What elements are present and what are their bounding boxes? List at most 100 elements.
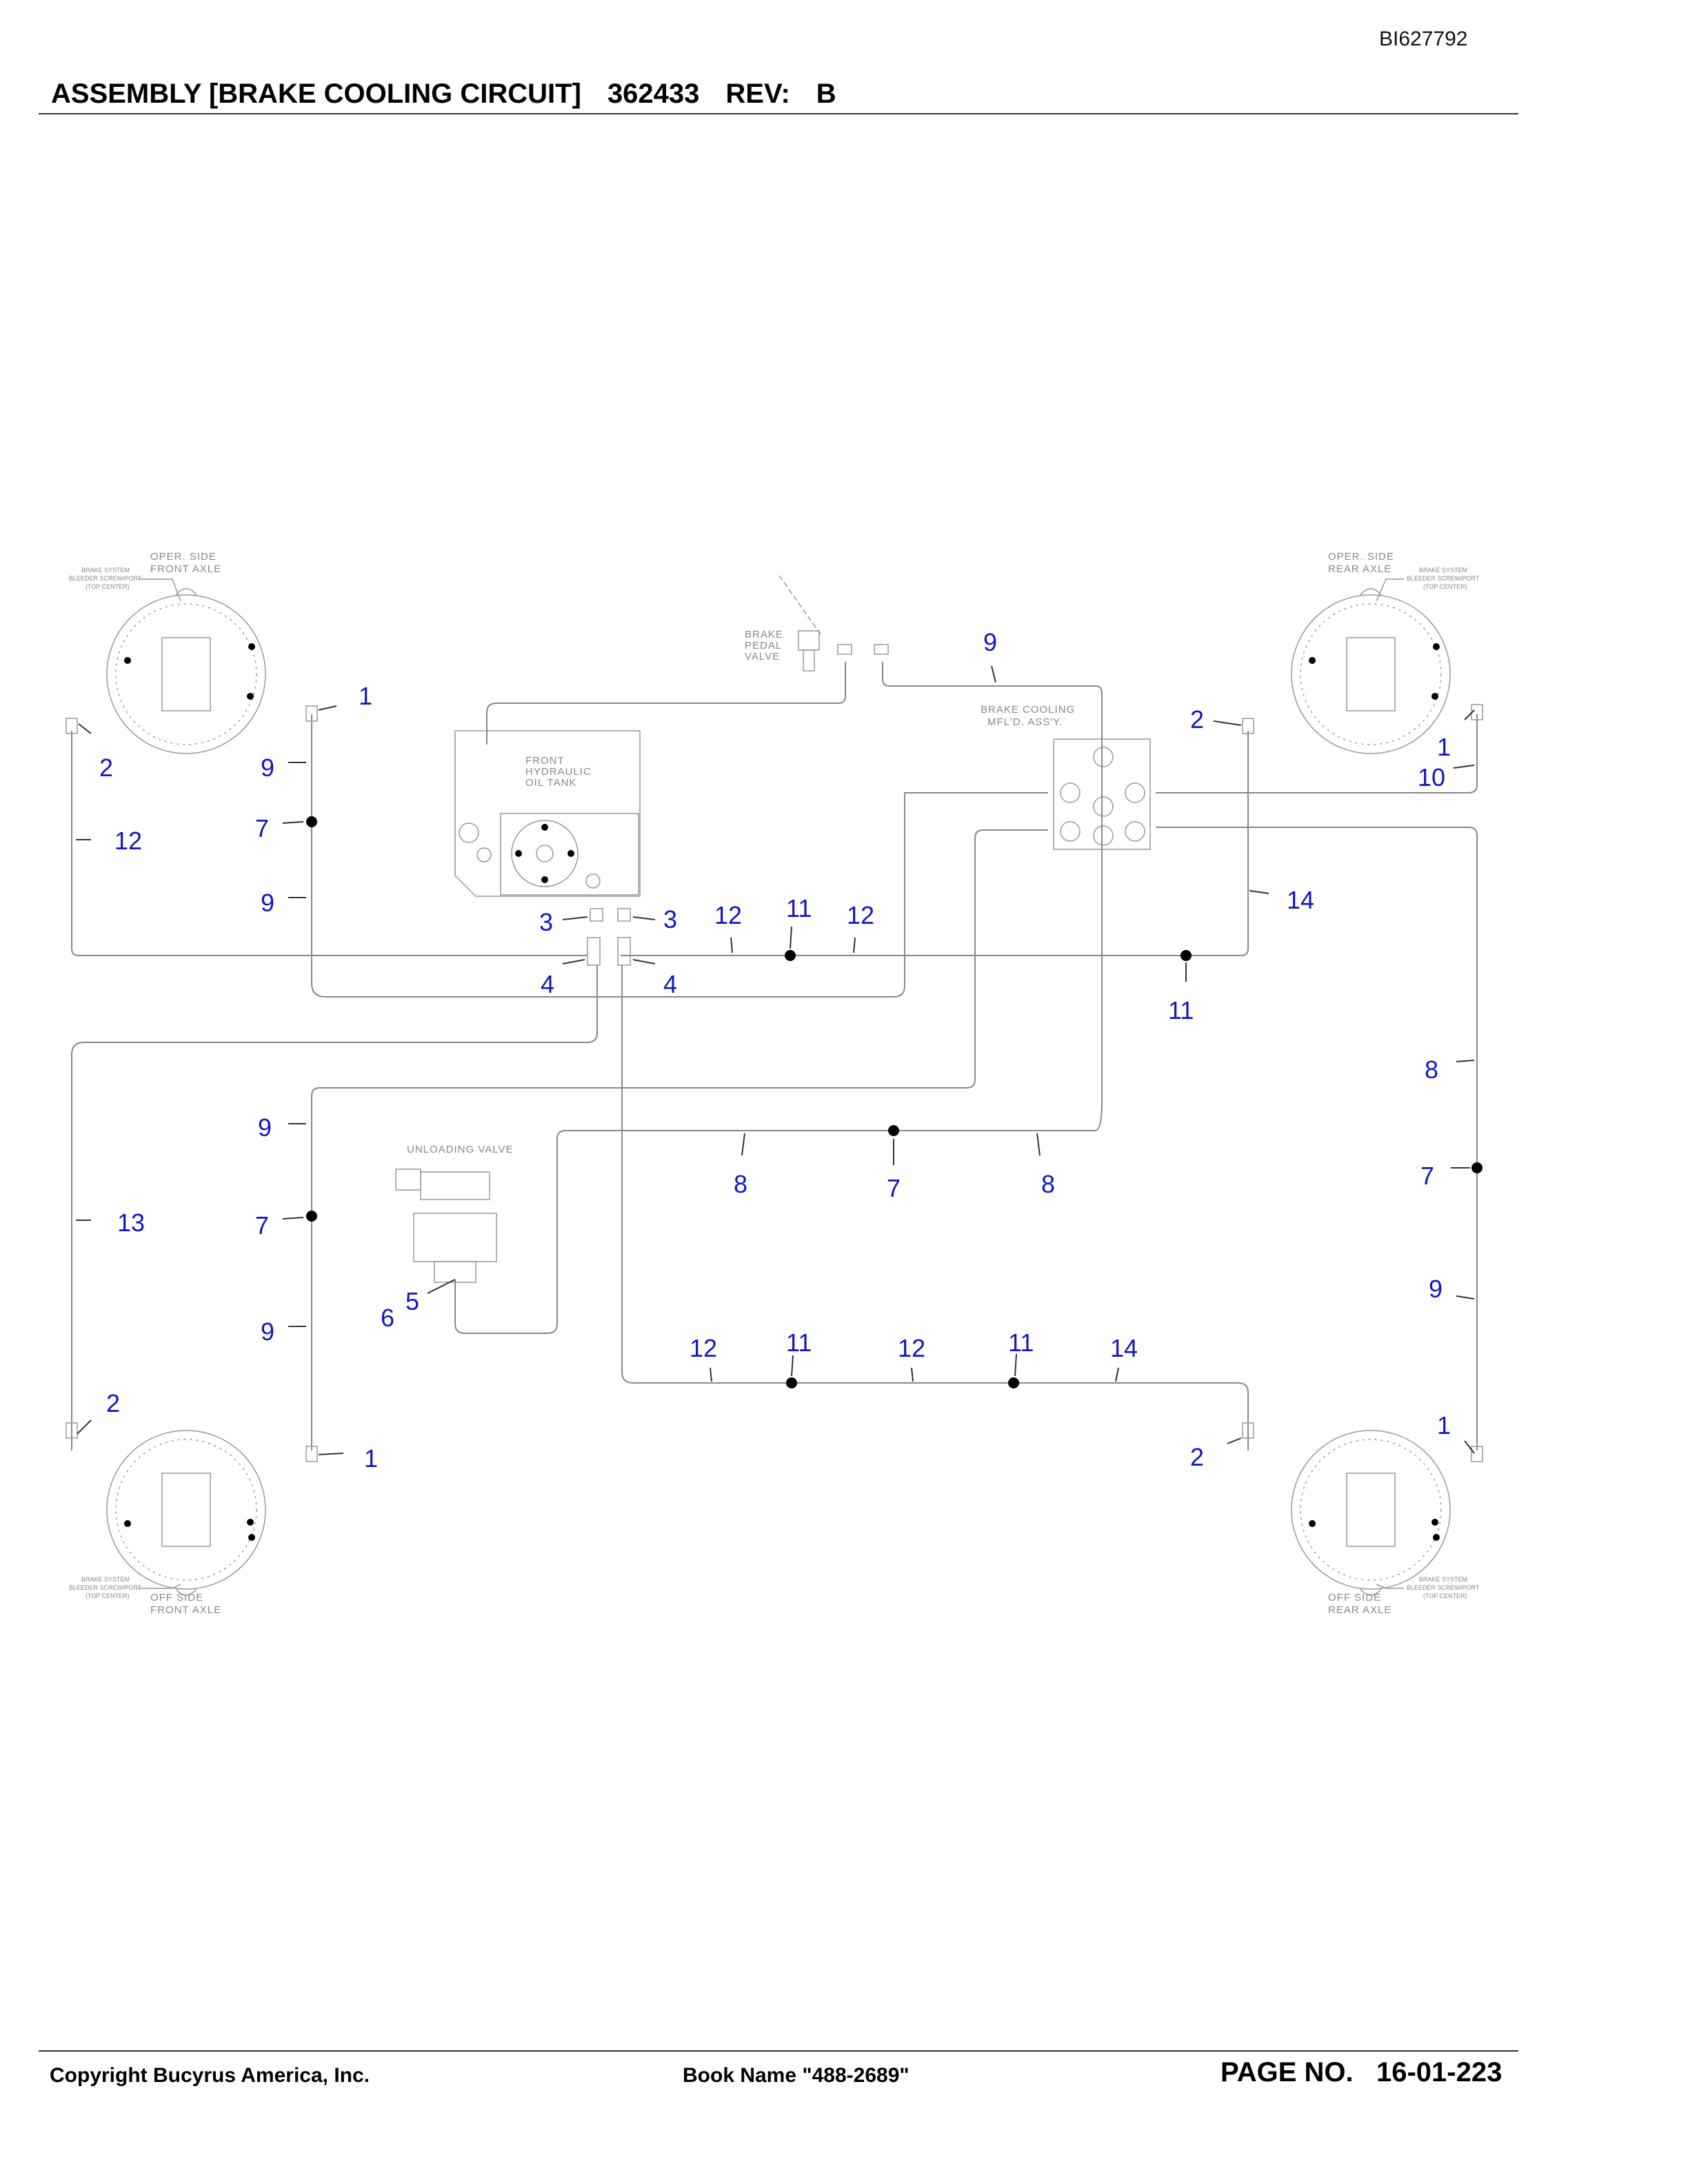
piping: [71, 662, 1478, 1450]
pedal-label-1: BRAKE: [745, 629, 783, 640]
callout-10: 10: [1418, 763, 1445, 791]
bleeder-note-oper-front-1: BRAKE SYSTEM: [81, 567, 130, 574]
tee-11-bottom-right: [1008, 1377, 1019, 1388]
axle-label-oper-front-2: FRONT AXLE: [150, 563, 221, 575]
callout-9-right: 9: [1429, 1275, 1443, 1303]
callout-12-a: 12: [114, 827, 142, 855]
unloading-valve: UNLOADING VALVE: [395, 1144, 513, 1283]
callout-12-e: 12: [898, 1334, 925, 1362]
tee-junctions: [306, 816, 1483, 1388]
callout-2-rear-upper: 2: [1190, 705, 1204, 734]
callout-5: 5: [405, 1287, 419, 1315]
brake-pedal-valve: BRAKE PEDAL VALVE: [745, 575, 889, 671]
callout-14-b: 14: [1110, 1334, 1138, 1362]
tee-7-lower-left: [306, 1211, 317, 1222]
callout-9-e: 9: [261, 1317, 274, 1346]
bleeder-note-off-rear: BRAKE SYSTEM BLEEDER SCREW/PORT (TOP CEN…: [1376, 1576, 1480, 1599]
callout-9-d: 9: [258, 1113, 272, 1142]
hub-off-rear: [1291, 1430, 1451, 1596]
bleeder-note-off-rear-2: BLEEDER SCREW/PORT: [1407, 1584, 1480, 1591]
footer-rule: [39, 2050, 1518, 2052]
tee-11-top-left: [785, 950, 796, 961]
leader-lines: [76, 665, 1475, 1455]
rev-value: B: [816, 79, 836, 109]
callout-1-front-upper: 1: [359, 682, 372, 710]
bleeder-note-oper-rear-1: BRAKE SYSTEM: [1419, 567, 1467, 574]
hub-off-front: [106, 1430, 266, 1596]
manifold-label-1: BRAKE COOLING: [981, 704, 1075, 716]
callout-11-a: 11: [786, 894, 812, 922]
part-number: 362433: [607, 79, 700, 109]
tank-label-2: HYDRAULIC: [525, 766, 592, 778]
page-label: PAGE NO.: [1220, 2057, 1354, 2087]
axle-label-oper-rear-1: OPER. SIDE: [1328, 551, 1394, 563]
bleeder-note-oper-front-3: (TOP CENTER): [86, 583, 130, 590]
unloading-valve-label: UNLOADING VALVE: [407, 1144, 513, 1155]
bleeder-note-off-front-2: BLEEDER SCREW/PORT: [69, 1584, 142, 1591]
tee-7-middle: [888, 1125, 899, 1136]
document-id: BI627792: [1379, 28, 1468, 50]
callout-4-a: 4: [541, 970, 554, 998]
tee-7-upper-left: [306, 816, 317, 827]
callout-7-c: 7: [887, 1174, 901, 1202]
callout-2-front-upper: 2: [99, 754, 113, 782]
callout-9-c: 9: [983, 628, 997, 656]
brake-cooling-manifold: BRAKE COOLING MFL'D. ASS'Y.: [981, 704, 1151, 850]
callout-11-b: 11: [1168, 996, 1194, 1024]
page-title: ASSEMBLY [BRAKE COOLING CIRCUIT] 362433 RE…: [51, 79, 863, 110]
callout-12-b: 12: [714, 901, 742, 929]
hub-oper-front: [106, 588, 266, 754]
callout-11-c: 11: [786, 1328, 812, 1357]
bleeder-note-oper-front: BRAKE SYSTEM BLEEDER SCREW/PORT (TOP CEN…: [69, 567, 181, 602]
callout-1-rear-upper: 1: [1437, 733, 1451, 761]
callout-9-b: 9: [261, 889, 274, 917]
fittings: [66, 704, 1483, 1462]
bleeder-note-off-rear-3: (TOP CENTER): [1423, 1593, 1467, 1599]
callout-12-c: 12: [847, 901, 874, 929]
callout-14-a: 14: [1287, 886, 1314, 914]
callout-1-front-lower: 1: [364, 1444, 378, 1473]
bleeder-note-oper-rear: BRAKE SYSTEM BLEEDER SCREW/PORT (TOP CEN…: [1376, 567, 1480, 602]
title-text: ASSEMBLY [BRAKE COOLING CIRCUIT]: [51, 79, 581, 109]
callout-3-a: 3: [539, 908, 553, 936]
bleeder-note-off-front-1: BRAKE SYSTEM: [81, 1576, 130, 1583]
bleeder-note-off-front-3: (TOP CENTER): [86, 1593, 130, 1599]
copyright-text: Copyright Bucyrus America, Inc.: [50, 2064, 370, 2087]
callout-11-d: 11: [1008, 1328, 1034, 1357]
callout-13: 13: [117, 1209, 145, 1237]
callout-3-b: 3: [663, 905, 677, 933]
callout-12-d: 12: [690, 1334, 717, 1362]
page-number: PAGE NO. 16-01-223: [1220, 2057, 1502, 2088]
callout-2-rear-lower: 2: [1190, 1443, 1204, 1471]
bleeder-note-oper-front-2: BLEEDER SCREW/PORT: [69, 575, 142, 582]
axle-label-off-front-1: OFF SIDE: [150, 1592, 203, 1604]
hub-oper-rear: [1291, 588, 1451, 754]
tee-7-right: [1471, 1162, 1483, 1173]
callout-8-a: 8: [734, 1170, 747, 1198]
callout-6: 6: [381, 1304, 394, 1332]
bleeder-note-off-rear-1: BRAKE SYSTEM: [1419, 1576, 1467, 1583]
bleeder-note-oper-rear-3: (TOP CENTER): [1423, 583, 1467, 590]
callout-1-rear-lower: 1: [1437, 1411, 1451, 1439]
hydraulic-oil-tank: FRONT HYDRAULIC OIL TANK: [454, 730, 641, 897]
pedal-label-3: VALVE: [745, 651, 780, 663]
manifold-label-2: MFL'D. ASS'Y.: [987, 716, 1063, 728]
bleeder-note-off-front: BRAKE SYSTEM BLEEDER SCREW/PORT (TOP CEN…: [69, 1576, 181, 1599]
callout-8-b: 8: [1041, 1170, 1055, 1198]
axle-label-off-front-2: FRONT AXLE: [150, 1604, 221, 1616]
axle-label-off-rear-2: REAR AXLE: [1328, 1604, 1391, 1616]
callout-4-b: 4: [663, 970, 677, 998]
rev-label: REV:: [725, 79, 790, 109]
page-value: 16-01-223: [1376, 2057, 1503, 2087]
callout-7-a: 7: [255, 814, 269, 842]
axle-label-oper-rear-2: REAR AXLE: [1328, 563, 1391, 575]
axle-label-off-rear-1: OFF SIDE: [1328, 1592, 1381, 1604]
callout-8-right: 8: [1425, 1055, 1438, 1084]
tank-label-3: OIL TANK: [525, 777, 576, 789]
callout-9-a: 9: [261, 754, 274, 782]
callout-2-front-lower: 2: [106, 1389, 120, 1417]
tee-11-top-right: [1180, 950, 1192, 961]
tee-11-bottom-left: [786, 1377, 797, 1388]
header-rule: [39, 113, 1518, 114]
